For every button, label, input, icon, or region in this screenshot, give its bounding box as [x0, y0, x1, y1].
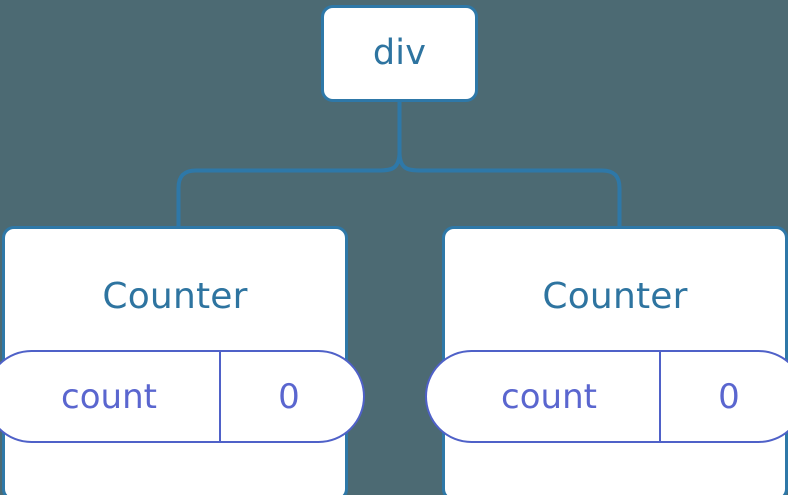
connector-left-branch — [176, 151, 402, 228]
state-key-count: count — [501, 376, 597, 417]
node-div[interactable]: div — [321, 5, 478, 102]
state-value-count: 0 — [659, 352, 788, 441]
state-pill-counter-2[interactable]: count 0 — [425, 350, 788, 443]
state-value-count: 0 — [219, 352, 363, 441]
state-key-count: count — [61, 376, 157, 417]
node-counter-1-label: Counter — [102, 276, 248, 317]
node-counter-2[interactable]: Counter count 0 — [425, 226, 788, 495]
node-counter-1[interactable]: Counter count 0 — [0, 226, 365, 495]
state-pill-counter-1[interactable]: count 0 — [0, 350, 365, 443]
connector-right-branch — [397, 151, 622, 228]
node-counter-2-label: Counter — [542, 276, 688, 317]
node-div-label: div — [372, 33, 427, 73]
